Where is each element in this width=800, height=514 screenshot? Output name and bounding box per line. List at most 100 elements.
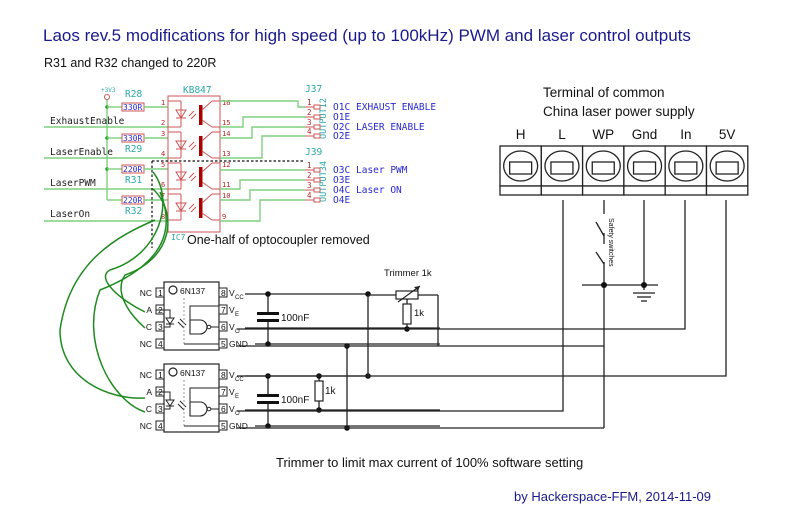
terminal-pin-gnd: Gnd — [623, 127, 666, 196]
capacitor-icon — [257, 312, 279, 315]
svg-text:O2E: O2E — [333, 131, 350, 142]
connector-name: OUTPUT34 — [319, 161, 329, 202]
svg-text:220R: 220R — [123, 196, 142, 205]
opto-channel — [168, 193, 220, 221]
svg-text:R28: R28 — [125, 89, 142, 100]
svg-text:R32: R32 — [125, 206, 142, 217]
svg-text:E: E — [235, 312, 239, 318]
svg-text:1: 1 — [161, 99, 165, 107]
led-icon — [175, 140, 187, 150]
psu-wiring: Safety switches — [237, 200, 727, 429]
svg-text:V: V — [229, 305, 235, 315]
connector-pin: 4 O2E — [305, 127, 350, 142]
svg-text:8: 8 — [161, 213, 165, 221]
phototransistor-icon — [199, 136, 203, 156]
svg-text:1: 1 — [307, 161, 312, 170]
svg-text:1k: 1k — [414, 308, 424, 319]
svg-text:V: V — [229, 387, 235, 397]
svg-text:NC: NC — [140, 339, 152, 349]
svg-text:330R: 330R — [123, 103, 142, 112]
safety-switches-label: Safety switches — [607, 218, 614, 267]
svg-text:LaserPWM: LaserPWM — [50, 178, 96, 189]
phototransistor-icon — [199, 167, 203, 187]
svg-text:100nF: 100nF — [281, 395, 309, 406]
svg-text:3: 3 — [307, 118, 312, 127]
svg-text:7: 7 — [221, 387, 226, 397]
svg-text:15: 15 — [222, 119, 230, 127]
signal-laser-on: LaserOn — [44, 209, 168, 222]
connector-ref: J37 — [305, 84, 322, 95]
opto-channel — [168, 131, 220, 159]
svg-text:NC: NC — [140, 288, 152, 298]
svg-text:GND: GND — [229, 421, 248, 431]
svg-text:3: 3 — [158, 404, 163, 414]
svg-text:7: 7 — [221, 305, 226, 315]
svg-text:8: 8 — [221, 370, 226, 380]
laser-psu-terminal: Terminal of common China laser power sup… — [499, 85, 749, 196]
svg-text:11: 11 — [222, 181, 230, 189]
svg-text:5: 5 — [221, 339, 226, 349]
svg-text:3: 3 — [158, 322, 163, 332]
svg-text:5: 5 — [161, 161, 165, 169]
svg-text:O4E: O4E — [333, 195, 350, 206]
svg-text:O1E: O1E — [333, 112, 350, 123]
svg-text:O3E: O3E — [333, 175, 350, 186]
signal-laser-enable: LaserEnable — [44, 147, 168, 159]
svg-text:A: A — [146, 305, 152, 315]
svg-text:O3C: O3C — [333, 165, 350, 176]
svg-text:C: C — [146, 404, 152, 414]
svg-text:1: 1 — [307, 98, 312, 107]
svg-text:V: V — [229, 322, 235, 332]
svg-text:16: 16 — [222, 99, 230, 107]
svg-text:4: 4 — [307, 127, 312, 136]
svg-text:V: V — [229, 404, 235, 414]
terminal-pin-in: In — [664, 127, 708, 196]
opto-channel — [168, 100, 220, 128]
svg-text:L: L — [558, 127, 566, 142]
terminal-pin-h: H — [499, 127, 542, 196]
svg-text:V: V — [229, 370, 235, 380]
svg-text:H: H — [516, 127, 526, 142]
signal-laser-pwm: LaserPWM — [44, 178, 168, 190]
optocoupler-kb847: KB847 IC7 1 2 3 4 5 6 7 8 16 15 14 13 12… — [161, 85, 230, 242]
jumper-wires — [59, 171, 169, 413]
svg-text:LaserEnable: LaserEnable — [50, 147, 113, 158]
terminal-title-line1: Terminal of common — [543, 85, 665, 100]
diagram-subtitle: R31 and R32 changed to 220R — [44, 56, 216, 70]
power-rail-label: +3V3 — [101, 87, 116, 94]
power-rail-symbol — [104, 94, 110, 100]
led-icon — [165, 317, 175, 325]
trimmer-network: Trimmer 1k 1k — [367, 268, 439, 378]
svg-text:O1C: O1C — [333, 102, 350, 113]
led-icon — [175, 202, 187, 212]
svg-text:2: 2 — [307, 171, 312, 180]
svg-text:12: 12 — [222, 161, 230, 169]
svg-text:9: 9 — [222, 213, 226, 221]
svg-text:O2C: O2C — [333, 122, 350, 133]
chip-part: 6N137 — [180, 368, 205, 378]
led-icon — [165, 399, 175, 407]
svg-text:2: 2 — [161, 119, 165, 127]
trimmer-note: Trimmer to limit max current of 100% sof… — [276, 455, 583, 470]
svg-text:14: 14 — [222, 130, 230, 138]
nand-gate-icon — [189, 401, 208, 417]
svg-text:6: 6 — [221, 322, 226, 332]
resistor-r29: 330R R29 — [121, 133, 145, 155]
svg-text:4: 4 — [158, 421, 163, 431]
svg-text:6: 6 — [221, 404, 226, 414]
svg-text:O4C: O4C — [333, 185, 350, 196]
led-icon — [175, 109, 187, 119]
svg-text:4: 4 — [158, 339, 163, 349]
connector-pin: 2 O3E — [305, 171, 350, 186]
svg-text:100nF: 100nF — [281, 313, 309, 324]
svg-text:5: 5 — [221, 421, 226, 431]
svg-text:Gnd: Gnd — [632, 127, 658, 142]
svg-text:6: 6 — [161, 181, 165, 189]
phototransistor-icon — [199, 105, 203, 125]
